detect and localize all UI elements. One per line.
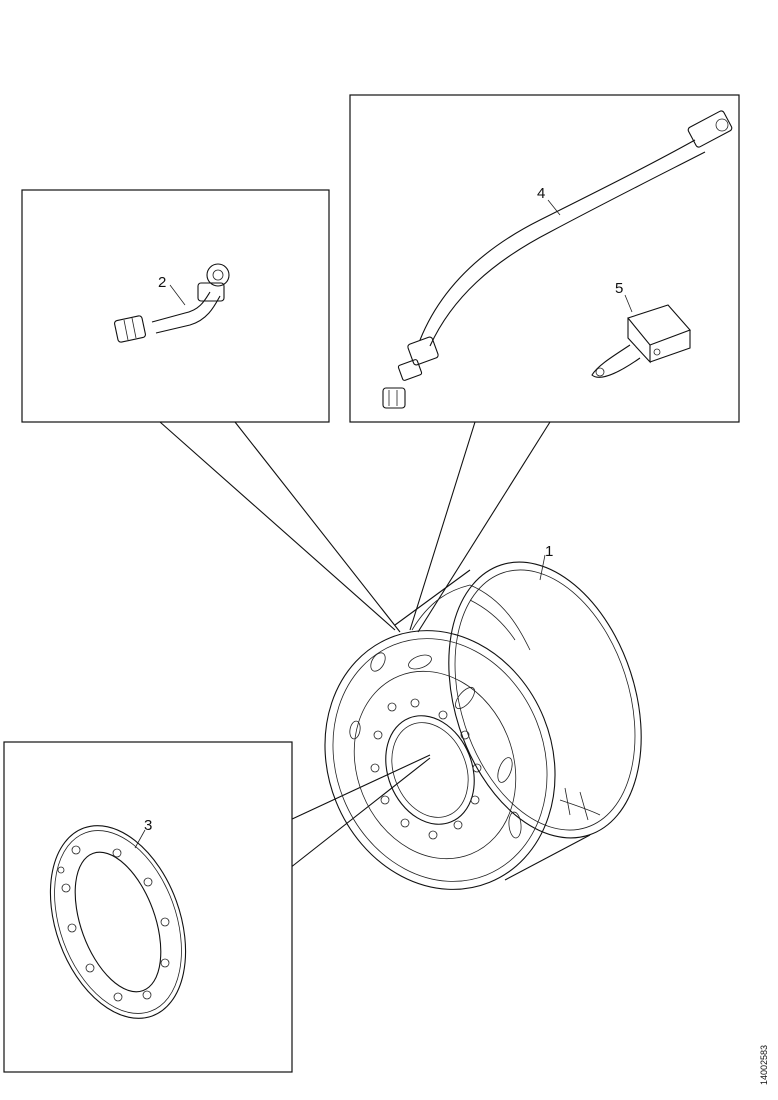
callout-3: 3 xyxy=(144,817,152,834)
wheel-rim xyxy=(324,554,642,890)
inset-box-valve-extension: 2 xyxy=(21,189,330,423)
spacer-ring-part xyxy=(49,825,187,1019)
inset-box-hose-bracket: 4 5 xyxy=(349,94,740,423)
callout-5: 5 xyxy=(615,280,623,297)
callout-2: 2 xyxy=(158,274,166,291)
callout-1: 1 xyxy=(545,543,553,560)
inset-box-spacer-ring: 3 xyxy=(3,741,293,1073)
callout-4: 4 xyxy=(537,185,545,202)
valve-hose-part xyxy=(382,110,733,409)
wheel-hand-holes xyxy=(349,652,522,839)
valve-extension-part xyxy=(114,263,230,343)
hose-bracket-part xyxy=(591,304,691,378)
spacer-ring-holes xyxy=(57,845,170,1002)
wheel-stud-holes xyxy=(370,698,482,840)
reference-code: 14002583 xyxy=(759,1045,769,1085)
